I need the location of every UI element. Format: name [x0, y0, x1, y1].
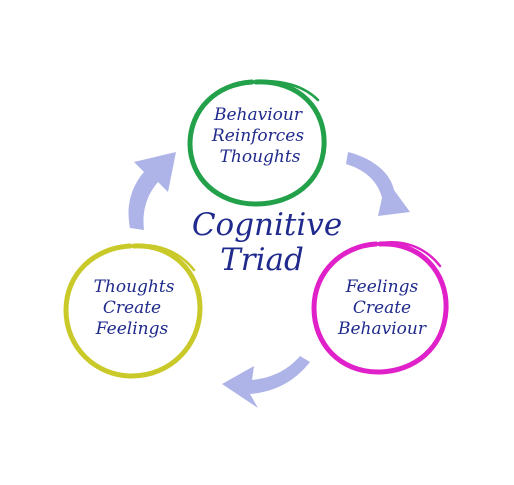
- arrow-left-to-top: [128, 152, 176, 230]
- center-title: Cognitive Triad: [192, 207, 342, 278]
- center-title-line-2: Triad: [220, 242, 304, 278]
- cycle-arrows: [128, 152, 410, 408]
- node-left-line-3: Feelings: [95, 319, 169, 339]
- arrow-top-to-right: [346, 152, 410, 216]
- ring-right-tail: [374, 241, 442, 268]
- node-top-line-1: Behaviour: [213, 105, 303, 125]
- ring-left: [63, 243, 203, 379]
- node-right-line-3: Behaviour: [337, 319, 427, 339]
- node-right-line-1: Feelings: [345, 277, 419, 297]
- node-left-line-2: Create: [103, 298, 161, 318]
- node-left-line-1: Thoughts: [94, 277, 175, 297]
- node-top-line-3: Thoughts: [220, 147, 301, 167]
- node-right-line-2: Create: [353, 298, 411, 318]
- ring-right: [311, 241, 449, 375]
- node-top-line-2: Reinforces: [211, 126, 304, 146]
- center-title-line-1: Cognitive: [192, 207, 342, 243]
- node-right-label: Feelings Create Behaviour: [337, 277, 427, 339]
- ring-left-tail: [128, 243, 196, 272]
- ring-top-tail: [250, 79, 320, 102]
- ring-top: [187, 79, 327, 207]
- arrow-right-to-left: [222, 356, 310, 408]
- node-left-label: Thoughts Create Feelings: [94, 277, 175, 339]
- node-top-label: Behaviour Reinforces Thoughts: [211, 105, 304, 167]
- ring-group: [63, 79, 449, 379]
